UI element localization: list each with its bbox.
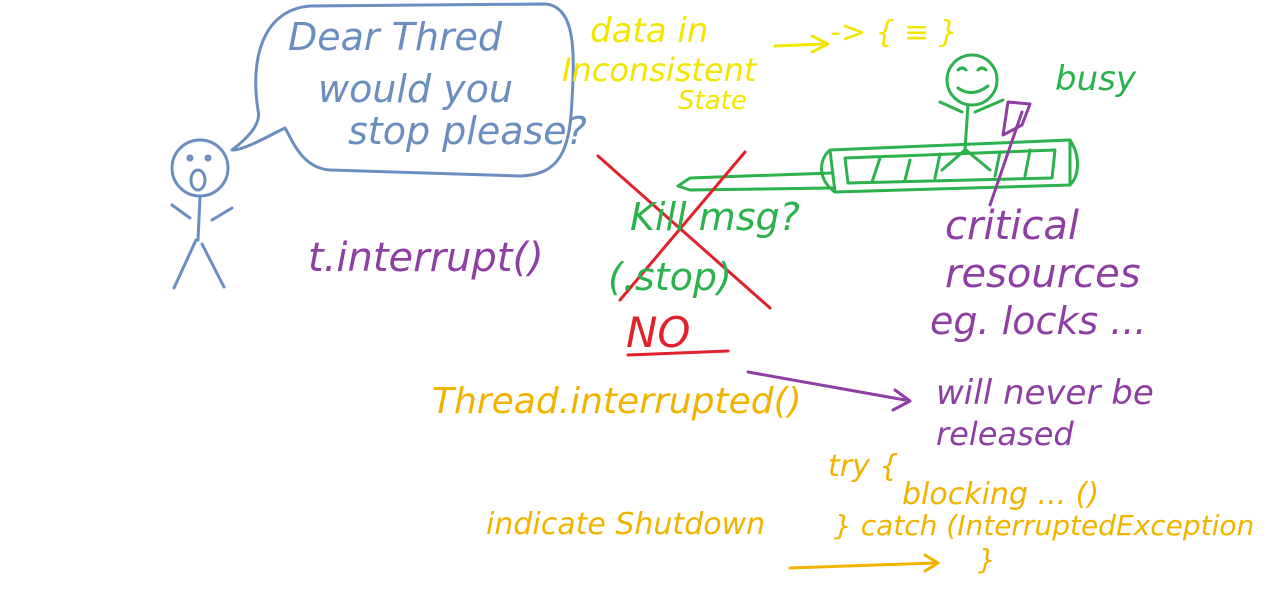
- try-close-label: }: [978, 543, 996, 576]
- data-arrow-text: -> { ≡ }: [830, 15, 958, 50]
- speech-bubble-icon: [230, 2, 575, 178]
- speech-line-3: stop please?: [348, 109, 587, 153]
- try-open-label: try {: [828, 449, 899, 484]
- conveyor-icon: [676, 138, 1079, 194]
- t-interrupt-label: t.interrupt(): [308, 235, 544, 281]
- data-line-3: State: [678, 86, 747, 116]
- busy-label: busy: [1055, 59, 1136, 99]
- speech-line-1: Dear Thred: [288, 15, 503, 59]
- released-arrow: [746, 370, 912, 412]
- no-label: NO: [626, 308, 691, 357]
- person-asking-icon: [170, 138, 234, 290]
- critical-line-2: resources: [945, 251, 1141, 297]
- critical-line-1: critical: [945, 203, 1079, 249]
- kill-msg-label: Kill msg?: [630, 195, 800, 239]
- person-working-icon: [938, 53, 1005, 172]
- never-line-2: released: [936, 415, 1074, 453]
- data-line-1: data in: [590, 11, 709, 51]
- blocking-label: blocking ... (): [902, 477, 1100, 512]
- speech-line-2: would you: [318, 67, 513, 111]
- cross-out-icon: [596, 150, 772, 357]
- stop-label: (.stop): [608, 255, 732, 299]
- thread-interrupted-label: Thread.interrupted(): [432, 381, 802, 422]
- indicate-shutdown-label: indicate Shutdown: [486, 507, 766, 542]
- critical-line-3: eg. locks ...: [930, 299, 1147, 343]
- shutdown-arrow: [788, 553, 940, 573]
- data-arrow-line: [773, 34, 830, 54]
- never-line-1: will never be: [936, 373, 1154, 413]
- pointer-arrow: [988, 100, 1032, 207]
- data-line-2: Inconsistent: [562, 51, 757, 89]
- catch-label: } catch (InterruptedException: [834, 509, 1255, 542]
